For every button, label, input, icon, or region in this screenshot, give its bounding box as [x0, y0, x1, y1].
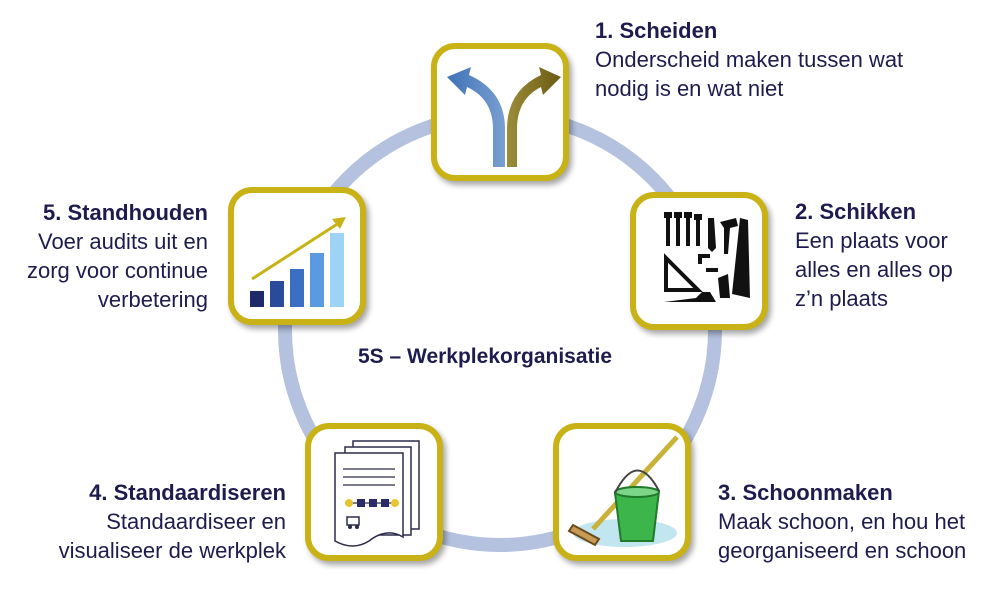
step-1-desc-line: Onderscheid maken tussen wat: [595, 47, 904, 72]
step-3-tile: [553, 423, 691, 561]
step-2-desc-line: alles en alles op: [795, 257, 953, 282]
step-5-tile: [228, 187, 366, 325]
mop-bucket-icon: [567, 435, 679, 547]
step-4-title: 4. Standaardiseren: [89, 480, 286, 505]
step-2-label: 2. Schikken Een plaats voor alles en all…: [795, 197, 953, 313]
step-5-label: 5. Standhouden Voer audits uit en zorg v…: [27, 198, 208, 314]
step-1-desc-line: nodig is en wat niet: [595, 76, 784, 101]
documents-icon: [334, 440, 420, 547]
step-4-label: 4. Standaardiseren Standaardiseer en vis…: [59, 478, 286, 565]
step-1-title: 1. Scheiden: [595, 18, 718, 43]
step-4-tile: [305, 423, 443, 561]
tools-icon: [664, 212, 750, 302]
growth-chart-icon: [250, 217, 346, 307]
split-arrows-icon: [447, 67, 561, 167]
step-4-desc-line: visualiseer de werkplek: [58, 538, 286, 563]
step-5-desc-line: Voer audits uit en: [37, 229, 208, 254]
step-3-desc-line: Maak schoon, en hou het: [718, 509, 966, 534]
step-3-desc-line: georganiseerd en schoon: [718, 538, 967, 563]
step-2-desc-line: z’n plaats: [795, 286, 888, 311]
step-2-desc-line: Een plaats voor: [795, 228, 948, 253]
step-3-label: 3. Schoonmaken Maak schoon, en hou het g…: [718, 478, 966, 565]
step-5-desc-line: zorg voor continue: [27, 258, 208, 283]
step-3-title: 3. Schoonmaken: [718, 480, 893, 505]
step-1-tile: [431, 43, 569, 181]
step-5-title: 5. Standhouden: [43, 200, 208, 225]
step-2-tile: [630, 192, 768, 330]
step-2-title: 2. Schikken: [795, 199, 917, 224]
step-4-desc-line: Standaardiseer en: [106, 509, 286, 534]
diagram-title: 5S – Werkplekorganisatie: [357, 345, 613, 368]
step-1-label: 1. Scheiden Onderscheid maken tussen wat…: [595, 16, 903, 103]
step-5-desc-line: verbetering: [97, 287, 208, 312]
